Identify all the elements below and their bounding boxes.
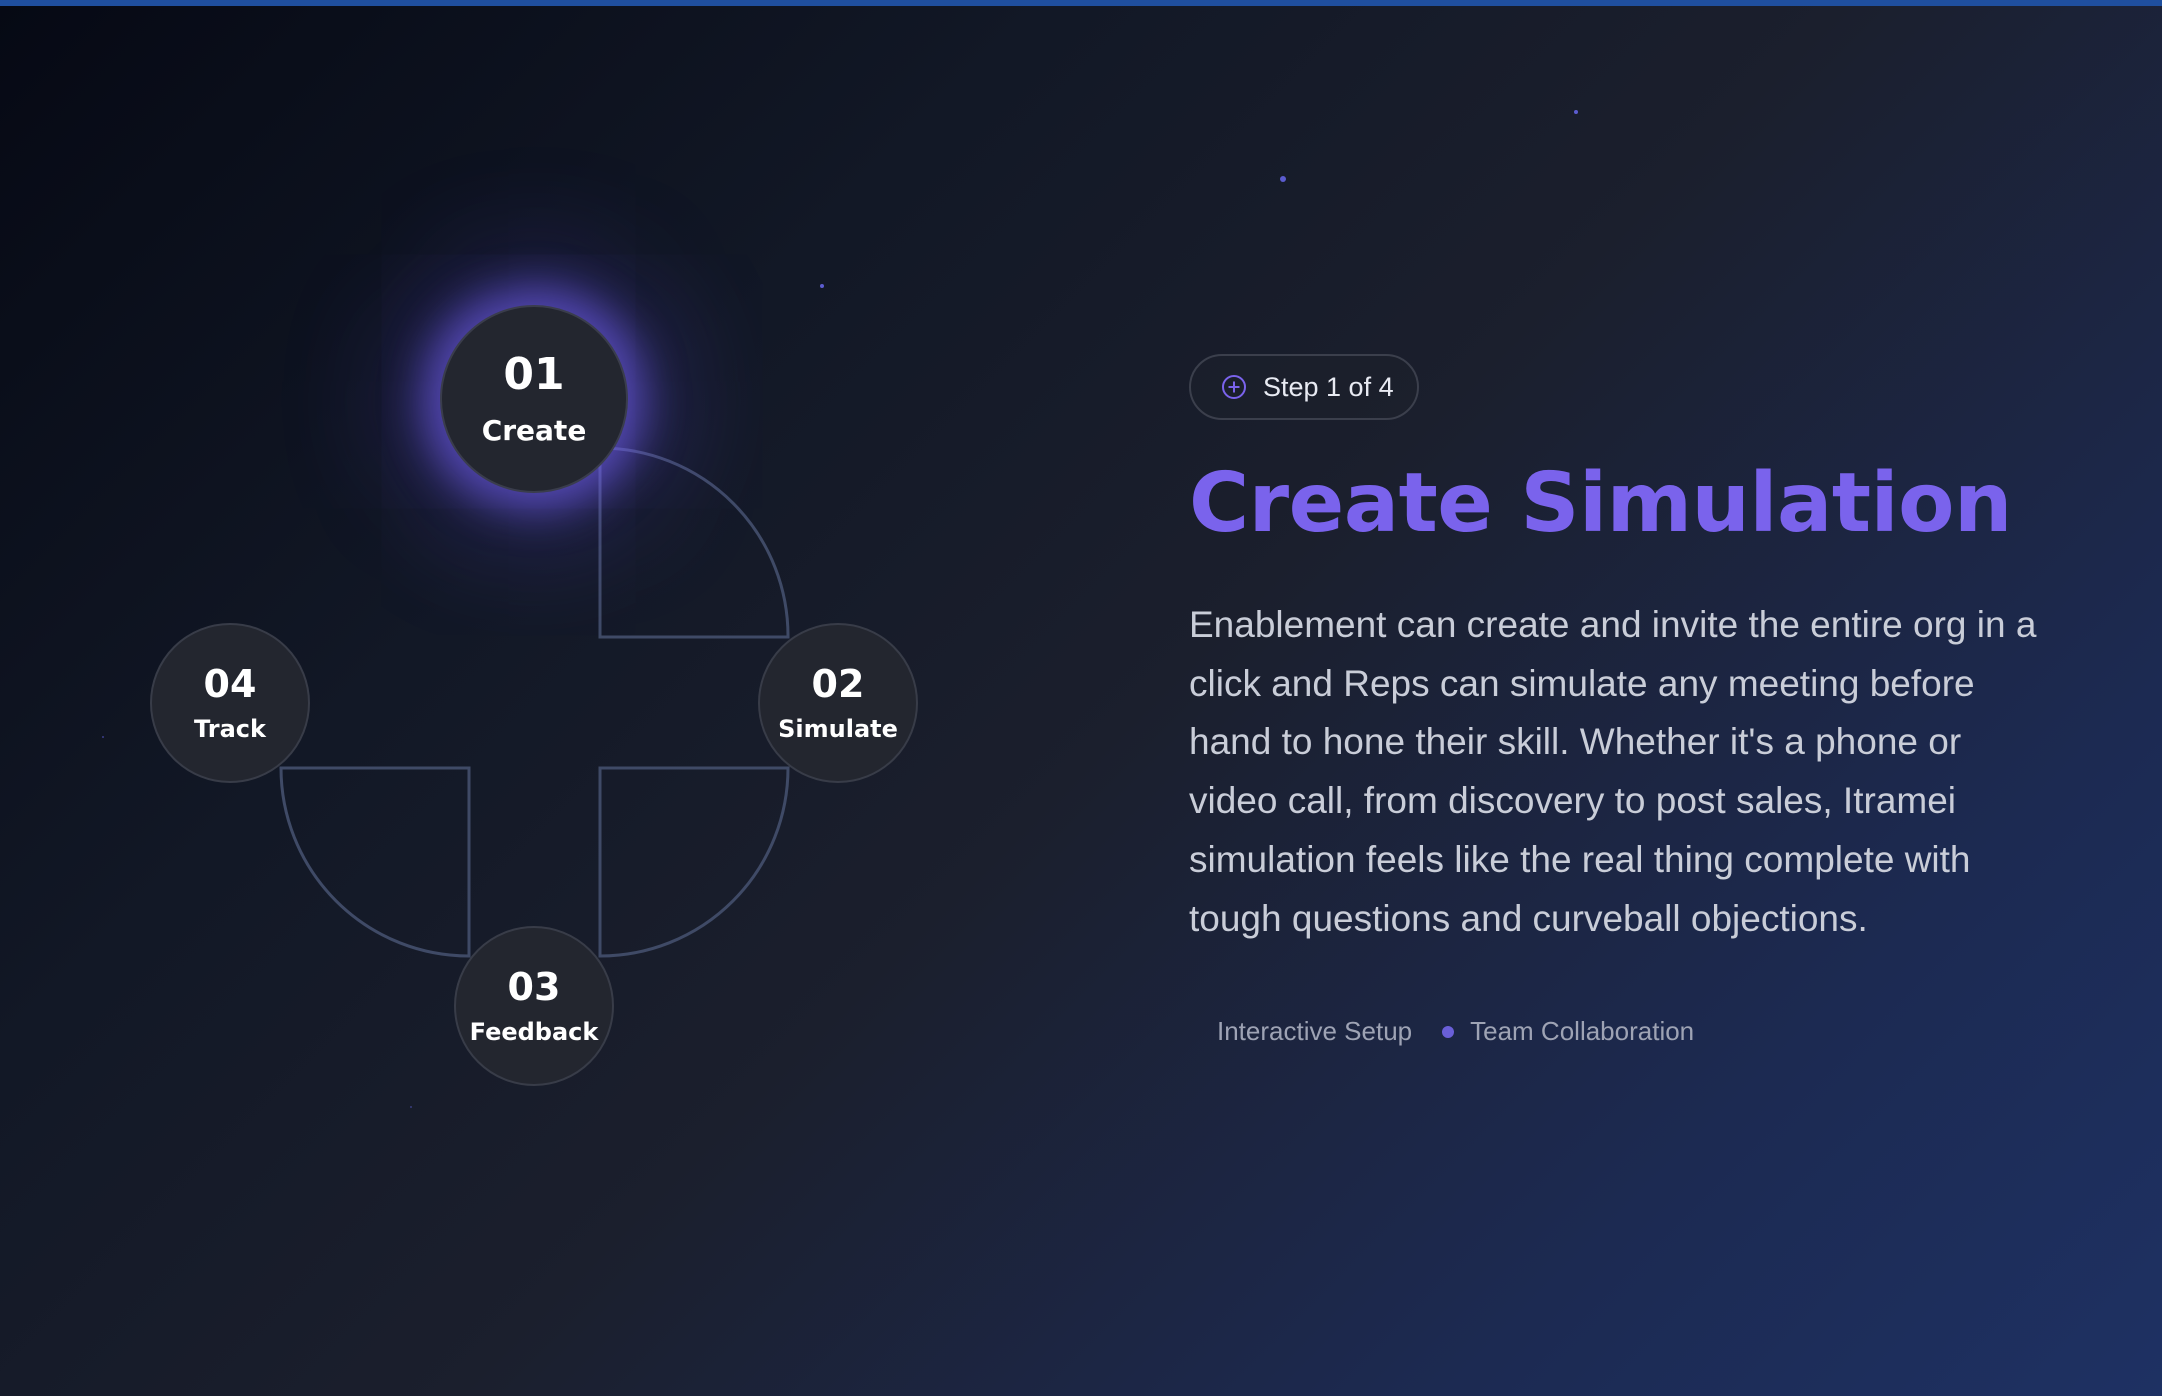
feature-tag: Interactive Setup	[1217, 1016, 1413, 1046]
star-decoration	[102, 736, 104, 738]
feature-tags: Interactive Setup Team Collaboration	[1217, 1016, 1694, 1047]
step-node-track[interactable]: 04 Track	[150, 623, 310, 783]
step-number: 01	[503, 349, 565, 400]
feature-tag: Team Collaboration	[1470, 1016, 1695, 1046]
connector-feedback-track	[279, 766, 471, 958]
connector-simulate-feedback	[598, 766, 790, 958]
cycle-connectors	[279, 446, 790, 958]
section-description: Enablement can create and invite the ent…	[1189, 604, 2037, 939]
step-indicator-badge: Step 1 of 4	[1189, 354, 1419, 420]
top-accent-bar	[0, 0, 2162, 6]
plus-circle-icon	[1222, 375, 1246, 399]
step-label: Create	[481, 414, 587, 447]
step-number: 03	[507, 965, 561, 1009]
step-node-feedback[interactable]: 03 Feedback	[454, 926, 614, 1086]
step-label: Track	[194, 715, 266, 743]
step-label: Simulate	[778, 715, 898, 743]
step-number: 02	[811, 662, 865, 706]
step-label: Feedback	[469, 1018, 599, 1046]
step-indicator-text: Step 1 of 4	[1263, 371, 1394, 402]
section-title: Create Simulation	[1189, 456, 2012, 551]
star-decoration	[820, 284, 824, 288]
star-decoration	[1574, 110, 1578, 114]
bullet-dot-icon	[1442, 1025, 1455, 1038]
step-number: 04	[203, 662, 257, 706]
step-node-create[interactable]: 01 Create	[440, 305, 628, 493]
process-cycle-diagram: 01 Create 02 Simulate 03 Feedback 04 Tra…	[0, 0, 1000, 1396]
connector-create-simulate	[598, 446, 790, 639]
star-decoration	[410, 1106, 412, 1108]
star-decoration	[1280, 176, 1286, 182]
step-node-simulate[interactable]: 02 Simulate	[758, 623, 918, 783]
